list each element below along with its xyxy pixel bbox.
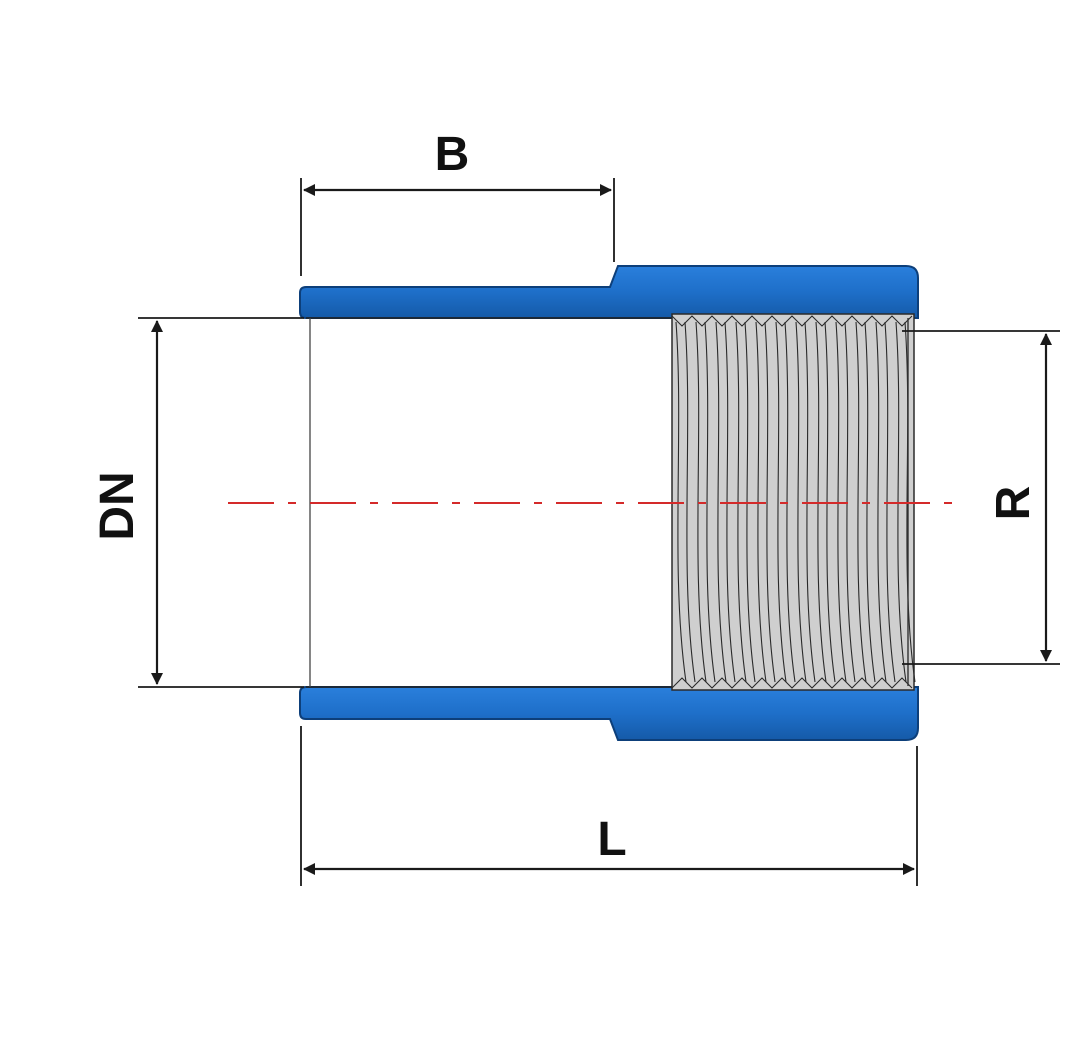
l-label: L: [597, 813, 626, 866]
r-label: R: [987, 486, 1040, 521]
thread-helix-line: [875, 321, 887, 683]
b-label: B: [435, 128, 470, 181]
fitting-top-wall: [299, 265, 919, 319]
thread-helix-line: [855, 321, 867, 683]
thread-helix-line: [775, 321, 787, 683]
thread-helix-line: [704, 321, 716, 683]
fitting-bottom-wall: [299, 686, 919, 741]
thread-helix-line: [764, 321, 776, 683]
thread-helix-line: [795, 321, 807, 683]
thread-crest-bottom: [671, 677, 913, 689]
thread-crest-top: [671, 315, 913, 327]
thread-area: [671, 313, 915, 691]
thread-helix-line: [684, 321, 696, 683]
dn-label: DN: [91, 471, 144, 540]
thread-helix-line: [715, 321, 727, 683]
threaded-section: [671, 313, 916, 691]
